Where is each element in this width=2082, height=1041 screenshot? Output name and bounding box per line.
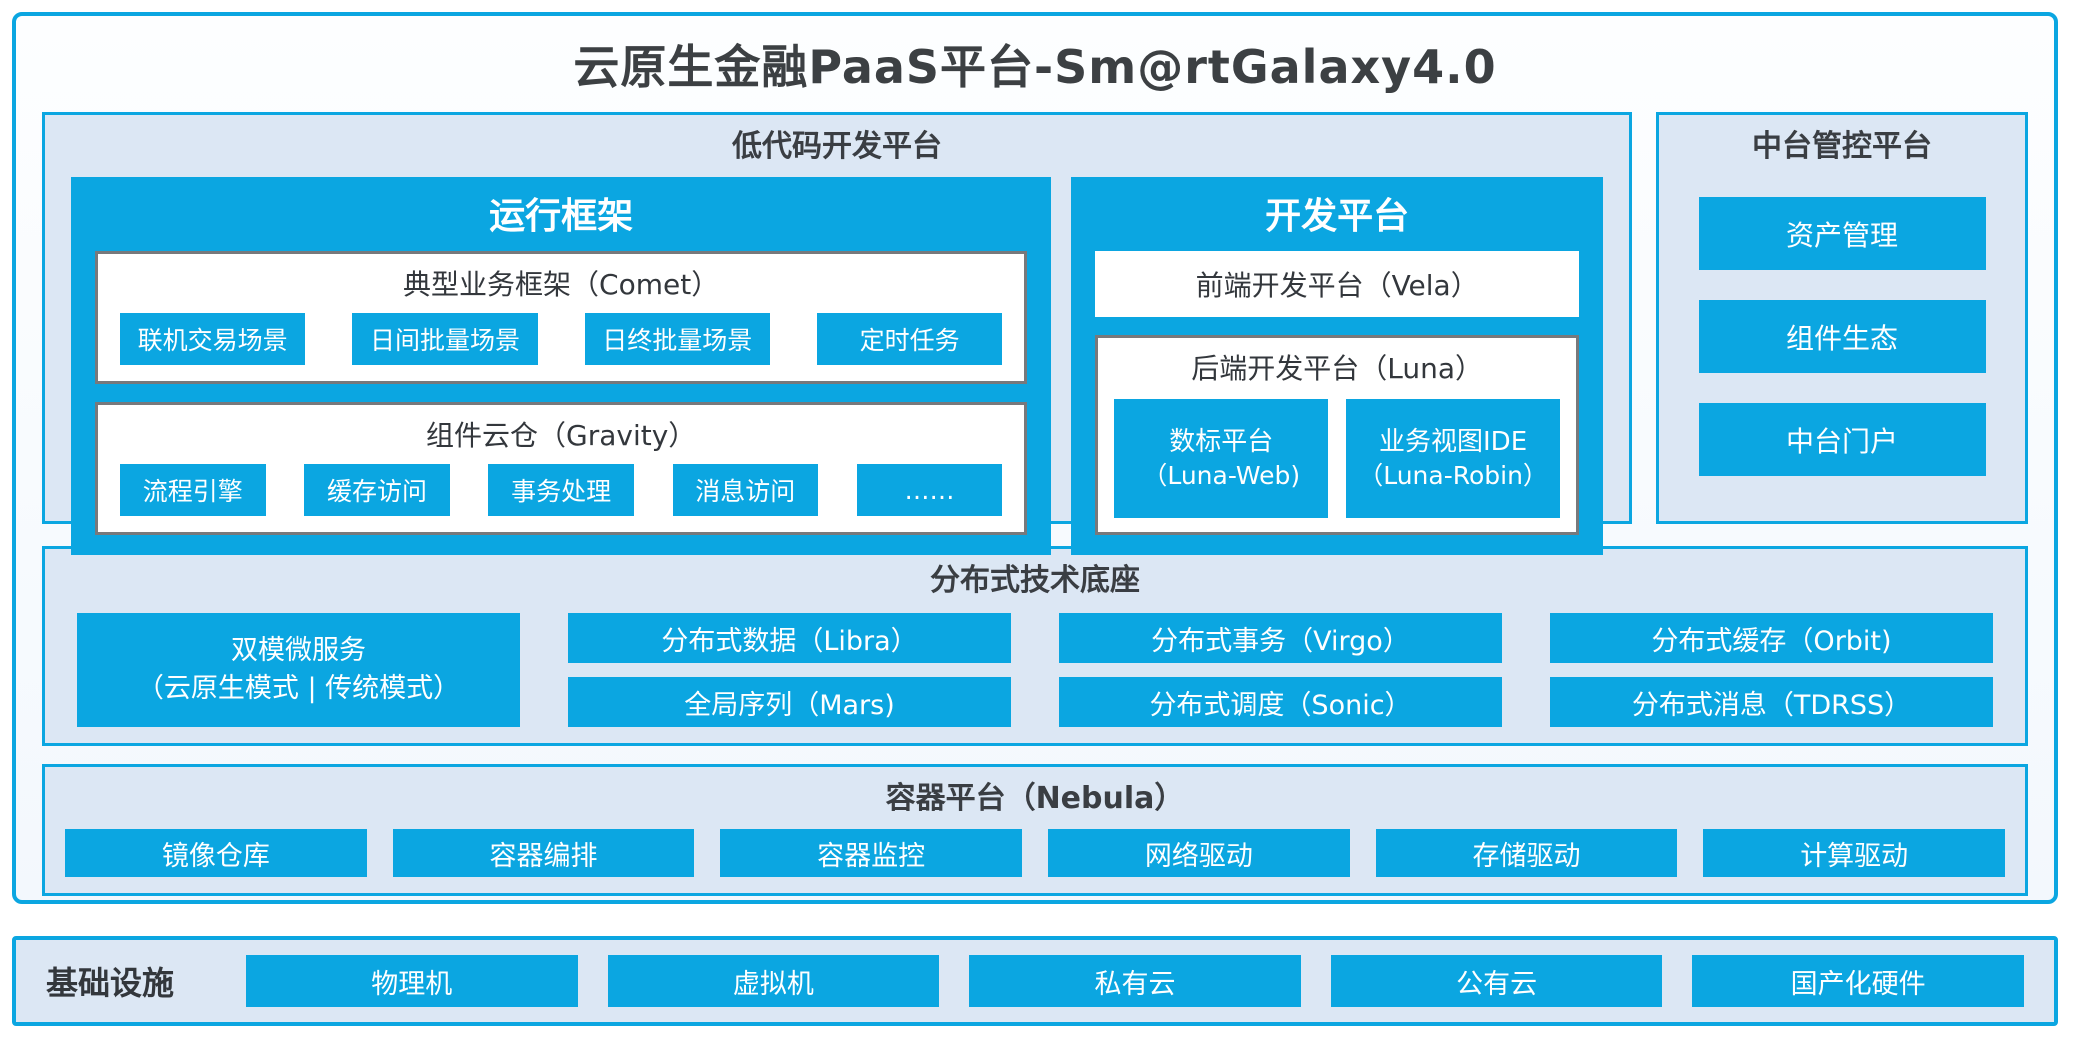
luna-robin-chip: 业务视图IDE （Luna-Robin） xyxy=(1346,399,1560,518)
container-platform-panel: 容器平台（Nebula） 镜像仓库 容器编排 容器监控 网络驱动 存储驱动 计算… xyxy=(42,764,2028,896)
dual-mode-line1: 双模微服务 xyxy=(231,635,366,666)
luna-web-code: （Luna-Web) xyxy=(1142,460,1301,490)
lowcode-platform-panel: 低代码开发平台 运行框架 典型业务框架（Comet） 联机交易场景 日间批量场景 xyxy=(42,112,1632,555)
lowcode-platform-title: 低代码开发平台 xyxy=(732,129,942,164)
gravity-component-ellipsis: …… xyxy=(856,464,1003,516)
lowcode-platform-body: 运行框架 典型业务框架（Comet） 联机交易场景 日间批量场景 日终批量场景 … xyxy=(45,167,1629,579)
infrastructure-title: 基础设施 xyxy=(46,964,175,1002)
infra-public-cloud: 公有云 xyxy=(1330,955,1663,1007)
dev-platform-title: 开发平台 xyxy=(1265,196,1410,237)
gravity-component-transaction: 事务处理 xyxy=(488,464,634,516)
distributed-col-1: 分布式数据（Libra） 全局序列（Mars) xyxy=(568,613,1011,727)
nebula-container-monitoring: 容器监控 xyxy=(720,829,1023,877)
distributed-base-title: 分布式技术底座 xyxy=(930,563,1140,598)
infra-private-cloud: 私有云 xyxy=(969,955,1301,1007)
gravity-component-process-engine: 流程引擎 xyxy=(120,464,266,516)
middle-platform-panel: 中台管控平台 资产管理 组件生态 中台门户 xyxy=(1656,112,2028,524)
comet-scenario-online-trading: 联机交易场景 xyxy=(120,313,306,365)
luna-backend-title: 后端开发平台（Luna） xyxy=(1191,352,1484,385)
dev-platform-panel: 开发平台 前端开发平台（Vela） 后端开发平台（Luna） 数标平台 xyxy=(1071,177,1603,555)
distributed-col-2: 分布式事务（Virgo） 分布式调度（Sonic） xyxy=(1059,613,1502,727)
comet-scenario-endofday-batch: 日终批量场景 xyxy=(584,313,770,365)
infra-domestic-hardware: 国产化硬件 xyxy=(1692,955,2024,1007)
distributed-col-dual-mode: 双模微服务 （云原生模式 | 传统模式） xyxy=(77,613,520,727)
page-title: 云原生金融PaaS平台-Sm@rtGalaxy4.0 xyxy=(573,40,1497,94)
runtime-framework-panel: 运行框架 典型业务框架（Comet） 联机交易场景 日间批量场景 日终批量场景 … xyxy=(71,177,1052,555)
runtime-framework-body: 典型业务框架（Comet） 联机交易场景 日间批量场景 日终批量场景 定时任务 … xyxy=(71,251,1051,555)
middle-platform-body: 资产管理 组件生态 中台门户 xyxy=(1659,167,2025,521)
comet-scenarios-row: 联机交易场景 日间批量场景 日终批量场景 定时任务 xyxy=(98,313,1024,381)
luna-robin-name: 业务视图IDE xyxy=(1379,426,1528,457)
distributed-cache-orbit: 分布式缓存（Orbit) xyxy=(1550,613,1993,663)
distributed-col-3: 分布式缓存（Orbit) 分布式消息（TDRSS） xyxy=(1550,613,1993,727)
gravity-warehouse-box: 组件云仓（Gravity） 流程引擎 缓存访问 事务处理 消息访问 …… xyxy=(95,402,1028,535)
main-container: 云原生金融PaaS平台-Sm@rtGalaxy4.0 低代码开发平台 运行框架 … xyxy=(12,12,2058,904)
vela-frontend-box: 前端开发平台（Vela） xyxy=(1095,251,1579,317)
vela-frontend-label: 前端开发平台（Vela） xyxy=(1195,269,1479,302)
luna-backend-box: 后端开发平台（Luna） 数标平台 （Luna-Web) 业务视图IDE （Lu… xyxy=(1095,335,1579,535)
gravity-component-message-access: 消息访问 xyxy=(672,464,819,516)
infra-virtual-machine: 虚拟机 xyxy=(607,955,940,1007)
dual-mode-line2: （云原生模式 | 传统模式） xyxy=(136,673,461,704)
middle-platform-component-ecosystem: 组件生态 xyxy=(1698,300,1986,373)
comet-framework-title: 典型业务框架（Comet） xyxy=(403,268,720,301)
middle-platform-portal: 中台门户 xyxy=(1698,403,1986,476)
container-platform-title: 容器平台（Nebula） xyxy=(885,781,1185,816)
distributed-transaction-virgo: 分布式事务（Virgo） xyxy=(1059,613,1502,663)
nebula-image-registry: 镜像仓库 xyxy=(65,829,367,877)
top-row: 低代码开发平台 运行框架 典型业务框架（Comet） 联机交易场景 日间批量场景 xyxy=(42,112,2028,555)
distributed-data-libra: 分布式数据（Libra） xyxy=(568,613,1011,663)
dual-mode-microservice-chip: 双模微服务 （云原生模式 | 传统模式） xyxy=(77,613,520,727)
luna-tools-row: 数标平台 （Luna-Web) 业务视图IDE （Luna-Robin） xyxy=(1098,397,1576,532)
luna-web-chip: 数标平台 （Luna-Web) xyxy=(1114,399,1329,518)
gravity-components-row: 流程引擎 缓存访问 事务处理 消息访问 …… xyxy=(98,464,1024,532)
distributed-base-body: 双模微服务 （云原生模式 | 传统模式） 分布式数据（Libra） 全局序列（M… xyxy=(45,601,2025,743)
comet-framework-box: 典型业务框架（Comet） 联机交易场景 日间批量场景 日终批量场景 定时任务 xyxy=(95,251,1028,384)
nebula-storage-driver: 存储驱动 xyxy=(1375,829,1678,877)
middle-platform-title: 中台管控平台 xyxy=(1752,129,1932,164)
infrastructure-panel: 基础设施 物理机 虚拟机 私有云 公有云 国产化硬件 xyxy=(12,936,2058,1026)
comet-scenario-daytime-batch: 日间批量场景 xyxy=(352,313,538,365)
distributed-message-tdrss: 分布式消息（TDRSS） xyxy=(1550,677,1993,727)
gravity-warehouse-title: 组件云仓（Gravity） xyxy=(426,419,697,452)
distributed-base-panel: 分布式技术底座 双模微服务 （云原生模式 | 传统模式） 分布式数据（Libra… xyxy=(42,546,2028,746)
gravity-component-cache-access: 缓存访问 xyxy=(304,464,450,516)
comet-scenario-scheduled-task: 定时任务 xyxy=(816,313,1003,365)
nebula-compute-driver: 计算驱动 xyxy=(1703,829,2006,877)
nebula-network-driver: 网络驱动 xyxy=(1048,829,1350,877)
infra-physical-machine: 物理机 xyxy=(246,955,578,1007)
luna-robin-code: （Luna-Robin） xyxy=(1358,460,1548,490)
nebula-container-orchestration: 容器编排 xyxy=(392,829,695,877)
global-sequence-mars: 全局序列（Mars) xyxy=(568,677,1011,727)
dev-platform-body: 前端开发平台（Vela） 后端开发平台（Luna） 数标平台 （Luna-Web… xyxy=(1071,251,1603,555)
luna-web-name: 数标平台 xyxy=(1169,426,1274,457)
distributed-scheduling-sonic: 分布式调度（Sonic） xyxy=(1059,677,1502,727)
runtime-framework-title: 运行框架 xyxy=(489,196,634,237)
middle-platform-asset-management: 资产管理 xyxy=(1698,197,1986,270)
container-platform-body: 镜像仓库 容器编排 容器监控 网络驱动 存储驱动 计算驱动 xyxy=(45,819,2025,893)
